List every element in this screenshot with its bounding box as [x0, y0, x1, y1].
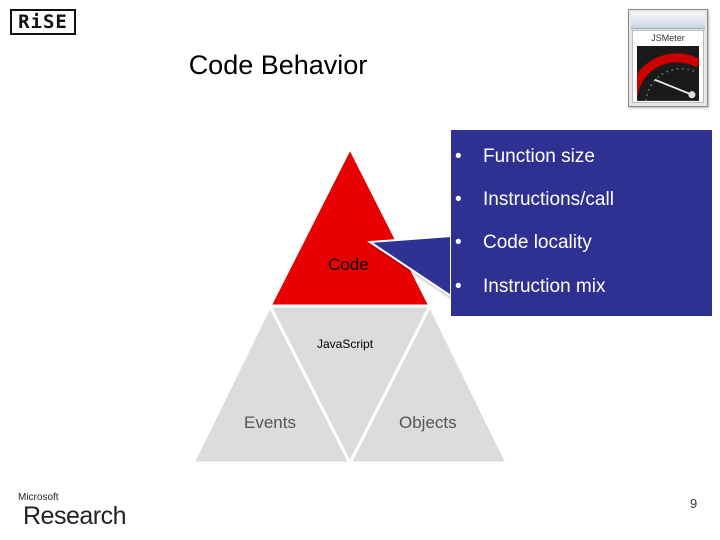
bullet-box: • Function size • Instructions/call • Co…: [451, 130, 712, 316]
bullet-dot-icon: •: [455, 189, 462, 210]
bullet-dot-icon: •: [455, 146, 462, 167]
code-triangle: [267, 144, 433, 308]
rise-logo: RiSE: [10, 9, 76, 35]
page-number: 9: [690, 496, 698, 511]
events-label: Events: [244, 413, 296, 432]
browser-toolbar: [631, 12, 705, 29]
slide-title: Code Behavior: [188, 50, 368, 80]
microsoft-wordmark: Microsoft: [18, 492, 59, 503]
microsoft-research-logo: Microsoft Research: [18, 492, 127, 530]
objects-triangle: [347, 302, 510, 465]
code-label: Code: [328, 255, 369, 274]
bullet-dot-icon: •: [455, 232, 462, 253]
bullet-dot-icon: •: [455, 276, 462, 297]
thumbnail-page: JSMeter: [632, 30, 704, 103]
thumbnail-label: JSMeter: [651, 33, 685, 43]
speedometer-icon: [637, 46, 699, 101]
research-wordmark: Research: [23, 502, 127, 530]
javascript-label: JavaScript: [317, 337, 374, 351]
jsmeter-thumbnail: JSMeter: [628, 9, 708, 107]
objects-label: Objects: [399, 413, 457, 432]
